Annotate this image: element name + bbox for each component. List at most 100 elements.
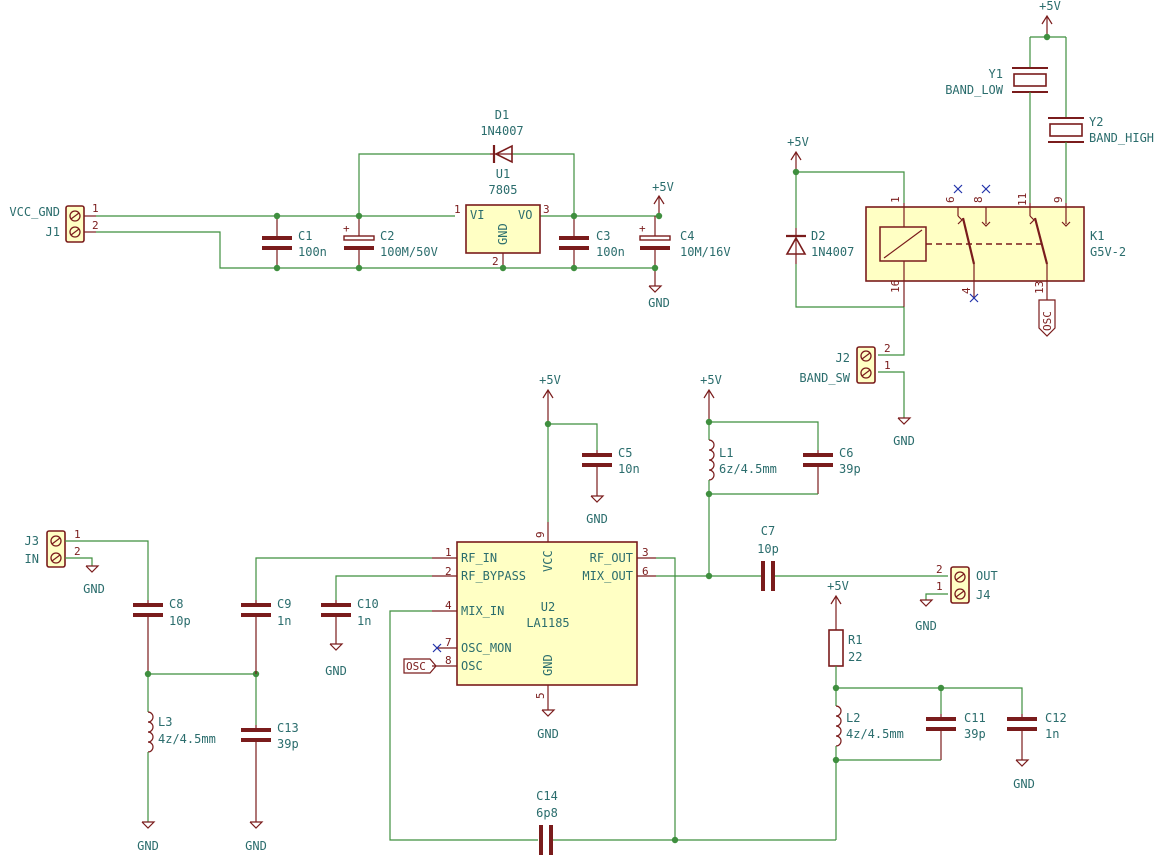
connector-j3: 1 2 J3 IN: [25, 528, 81, 568]
inductor-l1: L1 6z/4.5mm: [708, 439, 777, 481]
u1-pin3: 3: [543, 203, 550, 216]
capacitor-c4: + C4 10M/16V: [639, 216, 731, 286]
gnd-supply: GND: [648, 285, 670, 310]
c8-ref: C8: [169, 597, 183, 611]
c12-gnd-label: GND: [1013, 777, 1035, 791]
u1-ref: U1: [496, 167, 510, 181]
j4-value: OUT: [976, 569, 998, 583]
u1-gnd: GND: [496, 223, 510, 245]
c10-ref: C10: [357, 597, 379, 611]
diode-d2: D2 1N4007: [785, 228, 854, 264]
u1-vi: VI: [470, 208, 484, 222]
regulator-u1: VI VO GND 1 3 2 U1 7805: [454, 167, 550, 268]
u2-rf-bypass: RF_BYPASS: [461, 569, 526, 583]
u1-pin1: 1: [454, 203, 461, 216]
c9-ref: C9: [277, 597, 291, 611]
c5-value: 10n: [618, 462, 640, 476]
u2-osc-label: OSC: [406, 660, 426, 673]
y2-ref: Y2: [1089, 115, 1103, 129]
j4-ref: J4: [976, 588, 990, 602]
capacitor-c5: C5 10n: [582, 446, 640, 496]
c4-plus: +: [639, 222, 646, 235]
capacitor-c8: C8 10p: [133, 597, 191, 674]
u2-pin9: 9: [534, 531, 547, 538]
l1-value: 6z/4.5mm: [719, 462, 777, 476]
k1-osc-label: OSC: [1041, 311, 1054, 331]
c10-gnd-label: GND: [325, 664, 347, 678]
c2-value: 100M/50V: [380, 245, 438, 259]
u2-pin3: 3: [642, 546, 649, 559]
capacitor-c1: C1 100n: [262, 216, 327, 268]
c5-ref: C5: [618, 446, 632, 460]
inductor-l3: L3 4z/4.5mm: [147, 711, 216, 753]
resistor-r1: R1 22: [828, 629, 862, 667]
r1-5v-label: +5V: [827, 579, 849, 593]
crystal-y2: Y2 BAND_HIGH: [1048, 115, 1154, 145]
u2-vcc: VCC: [541, 550, 555, 572]
c2-ref: C2: [380, 229, 394, 243]
l2-ref: L2: [846, 711, 860, 725]
u2-value: LA1185: [526, 616, 569, 630]
c13-gnd-label: GND: [245, 839, 267, 853]
c13-value: 39p: [277, 737, 299, 751]
mixer: RF_IN RF_BYPASS MIX_IN OSC_MON OSC RF_OU…: [25, 373, 1067, 855]
j1-ref: J1: [46, 225, 60, 239]
k1-pin4: 4: [960, 287, 973, 294]
c4-value: 10M/16V: [680, 245, 731, 259]
j2-gnd-label: GND: [893, 434, 915, 448]
c6-value: 39p: [839, 462, 861, 476]
c14-value: 6p8: [536, 806, 558, 820]
c12-value: 1n: [1045, 727, 1059, 741]
l3-ref: L3: [158, 715, 172, 729]
j3-gnd-label: GND: [83, 582, 105, 596]
k1-pin9: 9: [1052, 196, 1065, 203]
j2-pin1: 1: [884, 359, 891, 372]
l3-value: 4z/4.5mm: [158, 732, 216, 746]
j4-gnd-label: GND: [915, 619, 937, 633]
u1-value: 7805: [489, 183, 518, 197]
capacitor-c2: + C2 100M/50V: [343, 216, 438, 268]
u2-5v-label: +5V: [539, 373, 561, 387]
supply-5v-label: +5V: [652, 180, 674, 194]
r1-value: 22: [848, 650, 862, 664]
u2-gnd: GND: [541, 654, 555, 676]
l1-ref: L1: [719, 446, 733, 460]
u2-osc: OSC: [461, 659, 483, 673]
j2-ref: J2: [836, 351, 850, 365]
u2-pin7: 7: [445, 636, 452, 649]
l2-value: 4z/4.5mm: [846, 727, 904, 741]
k1-pin6: 6: [944, 196, 957, 203]
c6-ref: C6: [839, 446, 853, 460]
connector-j1: 1 2 VCC_GND J1: [9, 202, 99, 243]
l1-5v-label: +5V: [700, 373, 722, 387]
d2-ref: D2: [811, 229, 825, 243]
c3-ref: C3: [596, 229, 610, 243]
k1-pin13: 13: [1033, 281, 1046, 294]
capacitor-c7: C7 10p: [757, 524, 779, 591]
c4-ref: C4: [680, 229, 694, 243]
relay-k1: 1 6 8 11 9 16 4 13 K1 G5V-2 OSC: [865, 184, 1126, 337]
band-5v-label: +5V: [1039, 0, 1061, 13]
band-switch: +5V Y1 BAND_LOW Y2 BAND_HIGH +5V: [785, 0, 1154, 448]
d1-value: 1N4007: [480, 124, 523, 138]
c8-value: 10p: [169, 614, 191, 628]
capacitor-c10: C10 1n: [321, 597, 379, 644]
d1-ref: D1: [495, 108, 509, 122]
u2-pin1: 1: [445, 546, 452, 559]
c11-ref: C11: [964, 711, 986, 725]
ic-u2: RF_IN RF_BYPASS MIX_IN OSC_MON OSC RF_OU…: [403, 522, 656, 710]
k1-pin1: 1: [889, 196, 902, 203]
capacitor-c11: C11 39p: [926, 711, 986, 760]
k1-value: G5V-2: [1090, 245, 1126, 259]
c12-ref: C12: [1045, 711, 1067, 725]
u2-gnd-label: GND: [537, 727, 559, 741]
k1-pin16: 16: [889, 280, 902, 293]
c14-ref: C14: [536, 789, 558, 803]
c1-value: 100n: [298, 245, 327, 259]
j3-value: IN: [25, 552, 39, 566]
capacitor-c9: C9 1n: [241, 597, 291, 674]
c10-value: 1n: [357, 614, 371, 628]
l3-gnd-label: GND: [137, 839, 159, 853]
j1-pin1: 1: [92, 202, 99, 215]
